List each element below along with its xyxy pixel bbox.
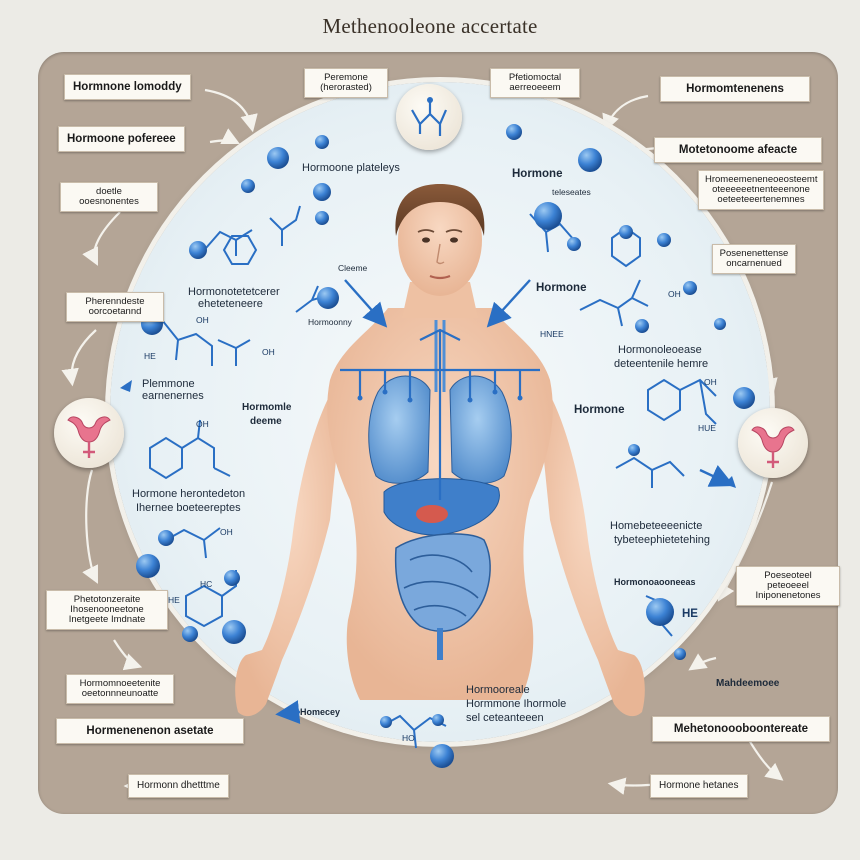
- label-bottom-center-right: Hormone hetanes: [650, 774, 748, 798]
- chem-label: HO: [402, 733, 415, 743]
- label-top-left-2: Hormoone pofereee: [58, 126, 185, 152]
- chem-label: HUE: [698, 423, 716, 433]
- chem-label: HNEE: [540, 329, 564, 339]
- text-homecey: Homecey: [300, 707, 341, 717]
- chem-label: OH: [668, 289, 681, 299]
- text-plemmone-1: Plemmone: [142, 378, 195, 390]
- text-hormono-2: eheteteneere: [198, 298, 263, 310]
- text-deeme: deeme: [250, 416, 282, 427]
- text-plateleys: Hormoone plateleys: [302, 162, 400, 174]
- chem-label: OH: [704, 377, 717, 387]
- text-sel-ceteanteeen: sel ceteanteeen: [466, 712, 544, 724]
- uterus-medallion-left: [54, 398, 124, 468]
- text-hormmone-ihormole: Hormmone Ihormole: [466, 698, 567, 710]
- human-figure: [235, 184, 645, 717]
- text-hormonoleo-2: deteentenile hemre: [614, 358, 709, 370]
- chem-label: HE: [682, 608, 698, 620]
- text-hormone-3: Hormone: [574, 404, 625, 416]
- text-hormone-1: Hormone: [512, 168, 563, 180]
- label-bottom-center-left: Hormonn dhetttme: [128, 774, 229, 798]
- chem-label: OH: [196, 315, 209, 325]
- label-right-small-2: Posenenettense oncarnenued: [712, 244, 796, 274]
- chem-label: HE: [144, 351, 156, 361]
- text-hormone-heron-1: Hormone herontedeton: [132, 488, 246, 500]
- diagram-title: Methenooleone accertate: [322, 14, 538, 38]
- label-right-side: Mahdeemoee: [716, 678, 780, 689]
- chem-label: OH: [262, 347, 275, 357]
- label-bottom-left: Hormenenenon asetate: [56, 718, 244, 744]
- chem-label: OH: [196, 419, 209, 429]
- chem-label: HE: [168, 595, 180, 605]
- label-bottom-right: Mehetonoooboontereate: [652, 716, 830, 742]
- label-top-right-2: Motetonoome afeacte: [654, 137, 822, 163]
- label-top-left-1: Hormnone lomoddy: [64, 74, 191, 100]
- label-top-center-left: Peremone (herorasted): [304, 68, 388, 98]
- text-cleeme: Cleeme: [338, 263, 368, 273]
- text-homebete-2: tybeteephietetehing: [614, 534, 711, 546]
- text-hormone-2: Hormone: [536, 282, 587, 294]
- text-hormone-heron-2: Ihernee boeteereptes: [136, 502, 241, 514]
- label-right-small-3: Poeseoteel peteoeeel Iniponenetones: [736, 566, 840, 606]
- text-hormoonny: Hormoonny: [308, 317, 352, 327]
- label-top-right-1: Hormomtenenens: [660, 76, 810, 102]
- label-left-small-1: doetle ooesnonentes: [60, 182, 158, 212]
- text-hormono-1: Hormonotetetcerer: [188, 286, 280, 298]
- text-hormonoaoone: Hormonoaooneeas: [614, 577, 696, 587]
- text-homebete-1: Homebeteeeenicte: [610, 520, 703, 532]
- text-hormonoleo-1: Hormonoleoease: [618, 344, 702, 356]
- label-top-center-right: Pfetiomoctal aerreoeeem: [490, 68, 580, 98]
- female-reproductive-icon: [751, 426, 795, 468]
- text-plemmone-2: earnenernes: [142, 390, 204, 402]
- text-hormooreale: Hormooreale: [466, 684, 530, 696]
- label-left-small-2: Pherenndeste oorcoetannd: [66, 292, 164, 322]
- female-reproductive-icon: [67, 416, 111, 458]
- molecule-icon: [411, 97, 448, 136]
- chem-label: HC: [200, 579, 213, 589]
- label-right-small-1: Hromeemeneneoeosteemt oteeeeeetnenteeeno…: [698, 170, 824, 210]
- label-left-small-3: Phetotonzeraite Ihosenooneetone Inetgeet…: [46, 590, 168, 630]
- chem-label: OH: [220, 527, 233, 537]
- label-left-small-4: Hormomnoeetenite oeetonnneunoatte: [66, 674, 174, 704]
- uterus-medallion-right: [738, 408, 808, 478]
- text-hormomle: Hormomle: [242, 402, 292, 413]
- molecule-atoms: [136, 124, 755, 768]
- text-teleseates: teleseates: [552, 187, 591, 197]
- molecule-medallion: [396, 84, 462, 150]
